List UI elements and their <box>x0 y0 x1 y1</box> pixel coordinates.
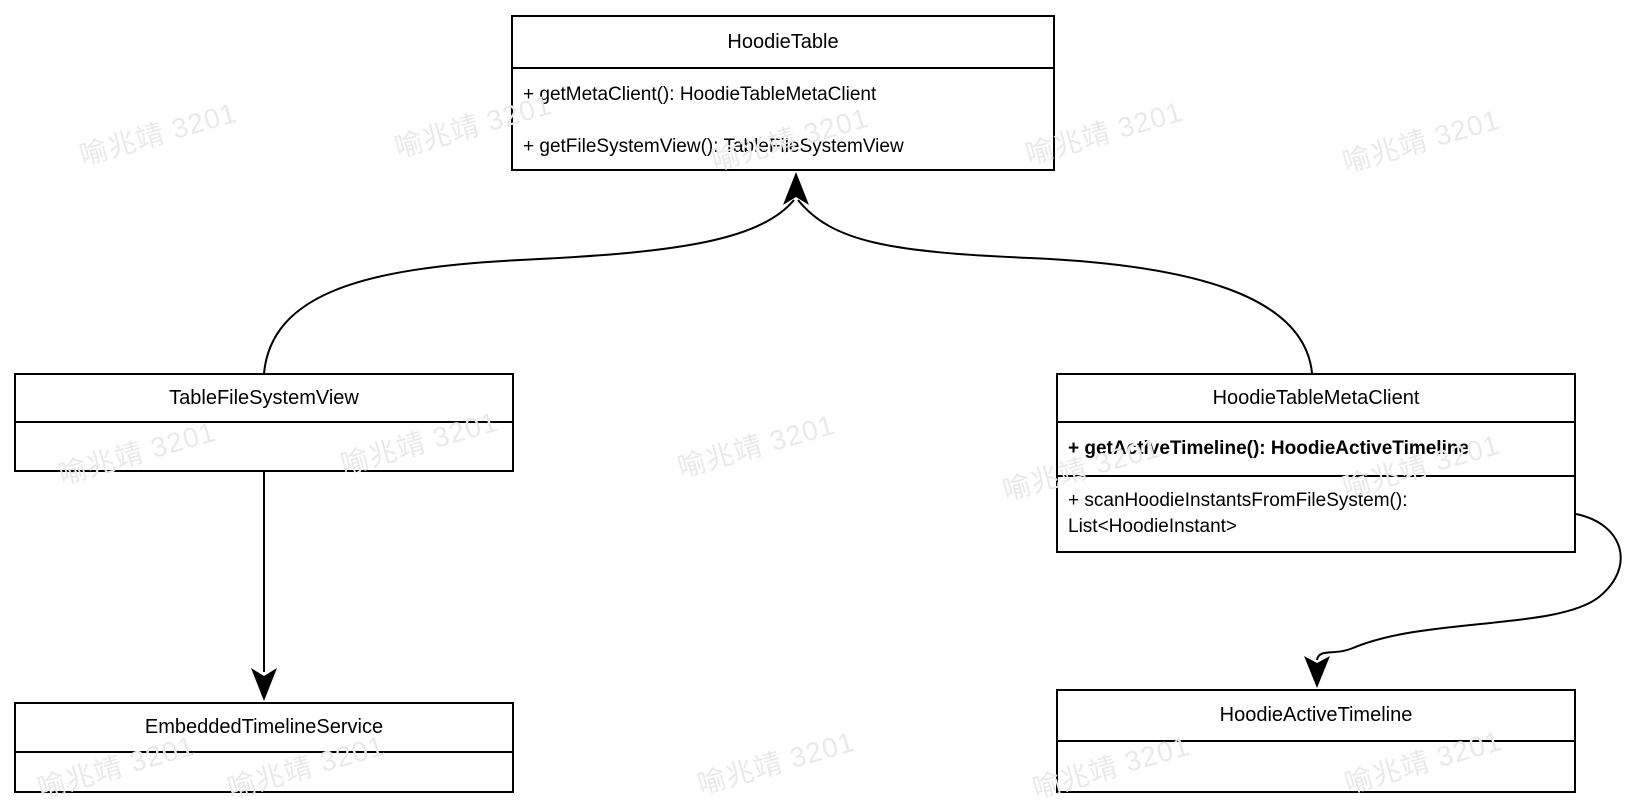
edge-tablefilesystemview-to-hoodietable[interactable] <box>263 199 795 374</box>
class-title-embeddedtimelineservice: EmbeddedTimelineService <box>16 704 512 753</box>
arrowhead-up-icon <box>783 172 809 205</box>
class-box-tablefilesystemview[interactable]: TableFileSystemView <box>14 373 514 472</box>
edge-metaclient-to-hoodietable[interactable] <box>797 199 1313 374</box>
method-scanhoodieinstants: + scanHoodieInstantsFromFileSystem(): Li… <box>1068 490 1408 537</box>
class-methods-metaclient-2: + scanHoodieInstantsFromFileSystem(): Li… <box>1058 477 1574 551</box>
class-title-hoodietablemetaclient: HoodieTableMetaClient <box>1058 375 1574 423</box>
method-getfilesystemview: + getFileSystemView(): TableFileSystemVi… <box>523 136 904 157</box>
class-methods-hoodietable: + getMetaClient(): HoodieTableMetaClient… <box>513 69 1053 173</box>
method-getactivetimeline: + getActiveTimeline(): HoodieActiveTimel… <box>1068 438 1470 459</box>
method-getmetaclient: + getMetaClient(): HoodieTableMetaClient <box>523 84 877 105</box>
class-title-tablefilesystemview: TableFileSystemView <box>16 375 512 423</box>
class-box-hoodietablemetaclient[interactable]: HoodieTableMetaClient + getActiveTimelin… <box>1056 373 1576 553</box>
class-box-hoodietable[interactable]: HoodieTable + getMetaClient(): HoodieTab… <box>511 15 1055 171</box>
class-box-embeddedtimelineservice[interactable]: EmbeddedTimelineService <box>14 702 514 793</box>
arrowhead-down-icon <box>251 668 277 701</box>
class-methods-metaclient-1: + getActiveTimeline(): HoodieActiveTimel… <box>1058 423 1574 477</box>
class-body-tablefilesystemview <box>16 423 512 470</box>
arrowhead-down-right-icon <box>1304 656 1330 688</box>
class-body-embeddedtimelineservice <box>16 753 512 791</box>
class-body-hoodieactivetimeline <box>1058 742 1574 791</box>
class-title-hoodietable: HoodieTable <box>513 17 1053 69</box>
class-title-hoodieactivetimeline: HoodieActiveTimeline <box>1058 691 1574 742</box>
class-box-hoodieactivetimeline[interactable]: HoodieActiveTimeline <box>1056 689 1576 793</box>
edge-metaclient-to-activetimeline[interactable] <box>1316 513 1622 661</box>
